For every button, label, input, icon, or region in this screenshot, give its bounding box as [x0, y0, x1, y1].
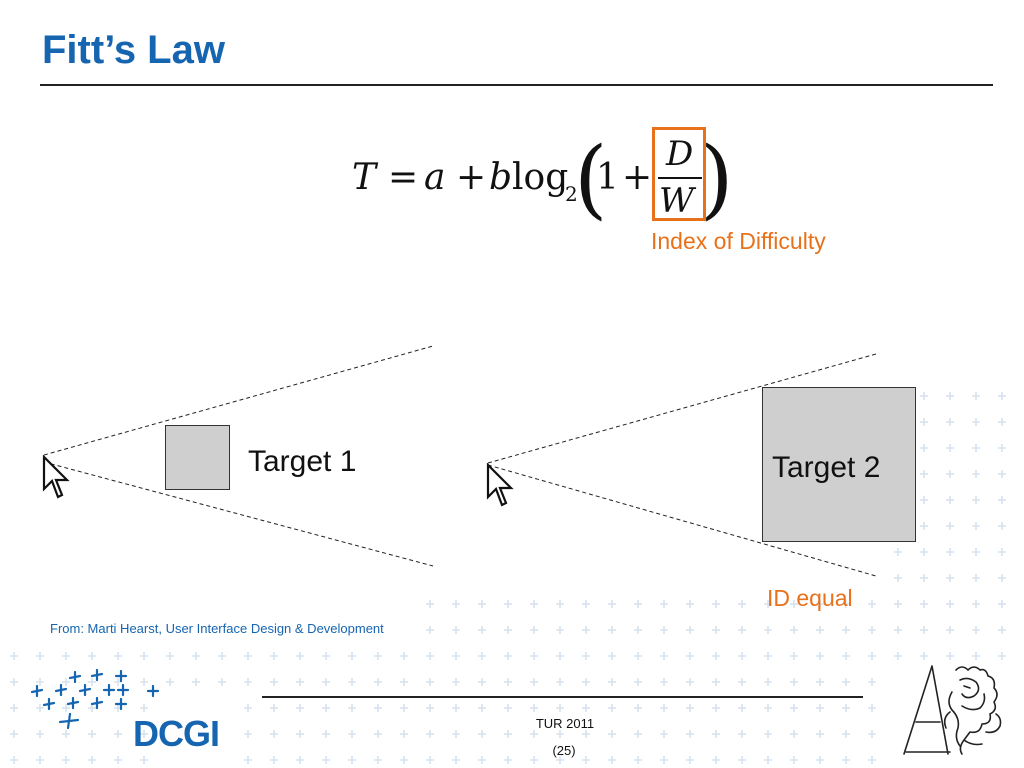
title-divider — [40, 84, 993, 86]
cone2-lower-line — [487, 464, 877, 577]
target-2-label: Target 2 — [772, 451, 881, 484]
formula-denominator: W — [659, 181, 694, 221]
footer-page-number: (25) — [552, 743, 576, 758]
source-citation: From: Marti Hearst, User Interface Desig… — [50, 621, 384, 636]
footer-divider — [262, 696, 863, 698]
footer-course: TUR 2011 — [535, 716, 595, 731]
dcgi-logo-crosses-icon — [30, 668, 160, 730]
cone1-lower-line — [43, 461, 434, 567]
id-equal-label: ID equal — [767, 585, 853, 611]
target-2-box — [762, 387, 916, 542]
dcgi-logo-text: DCGI — [133, 713, 220, 754]
formula-plus-2: + — [622, 157, 653, 198]
formula-left-paren: ( — [574, 129, 608, 229]
target-1-box — [165, 425, 230, 490]
index-of-difficulty-label: Index of Difficulty — [651, 228, 826, 254]
formula-a: a — [424, 157, 446, 198]
id-highlight-box — [652, 127, 706, 221]
formula-log: log — [512, 157, 569, 198]
cursor-arrow-icon — [486, 463, 514, 507]
cursor-arrow-icon — [42, 455, 70, 499]
formula-log-base: 2 — [565, 182, 578, 206]
formula-t: T — [352, 157, 377, 198]
formula-b: b — [489, 157, 513, 198]
formula-fraction-bar — [658, 177, 702, 179]
formula-numerator: D — [666, 134, 694, 174]
slide-title: Fitt’s Law — [42, 28, 225, 72]
formula-one: 1 — [596, 157, 619, 198]
cone1-upper-line — [43, 345, 434, 456]
formula-equals: = — [388, 157, 419, 198]
ctu-lion-logo-icon — [903, 665, 1002, 755]
formula-plus-1: + — [456, 157, 487, 198]
target-1-label: Target 1 — [248, 445, 357, 478]
